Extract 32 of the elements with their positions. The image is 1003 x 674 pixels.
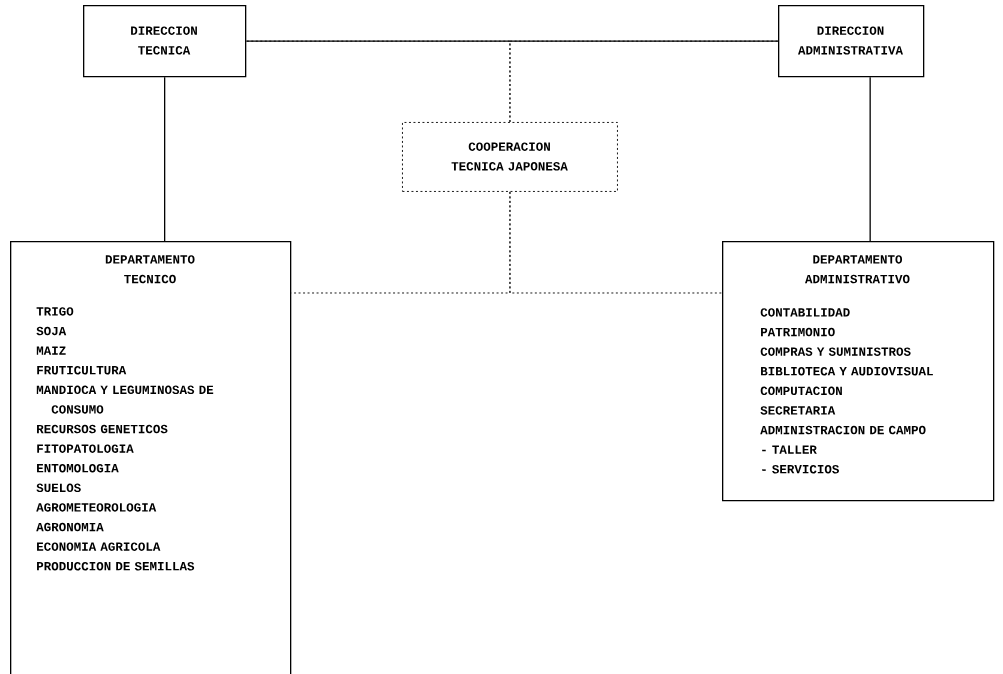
list-item: SUELOS [36, 483, 81, 493]
list-item: PRODUCCION DE SEMILLAS [37, 562, 195, 571]
list-item: RECURSOS GENETICOS [37, 424, 168, 434]
box-heading: DEPARTAMENTO ADMINISTRATIVO [805, 255, 910, 284]
list-item: TRIGO [36, 307, 74, 316]
list-item: MAIZ [36, 346, 66, 355]
connector [509, 40, 779, 123]
list-item: AGRONOMIA [36, 522, 104, 532]
connector [869, 76, 871, 242]
connector [509, 191, 723, 294]
list-item: PATRIMONIO [761, 327, 835, 337]
list-item: MANDIOCA Y LEGUMINOSAS DE CONSUMO [36, 385, 214, 414]
list-item: - SERVICIOS [762, 465, 839, 474]
box-label: DIRECCION ADMINISTRATIVA [798, 26, 903, 55]
connector [245, 40, 779, 42]
box-label: COOPERACION TECNICA JAPONESA [451, 142, 568, 171]
list-item: CONTABILIDAD [760, 308, 850, 317]
list-item: SOJA [36, 326, 67, 336]
list-item: FRUTICULTURA [37, 366, 127, 375]
connector [164, 76, 166, 242]
list-item: ADMINISTRACION DE CAMPO [760, 425, 926, 435]
list-item: ENTOMOLOGIA [37, 464, 119, 473]
list-item: - TALLER [762, 445, 817, 454]
list-item: BIBLIOTECA Y AUDIOVISUAL [761, 367, 933, 376]
list-item: COMPRAS Y SUMINISTROS [760, 347, 911, 356]
box-heading: DEPARTAMENTO TECNICO [105, 255, 195, 284]
list-item: SECRETARIA [760, 406, 836, 415]
list-item: COMPUTACION [760, 386, 842, 396]
list-item: AGROMETEOROLOGIA [36, 503, 157, 512]
list-item: FITOPATOLOGIA [37, 444, 134, 453]
box-label: DIRECCION TECNICA [131, 26, 197, 55]
list-item: ECONOMIA AGRICOLA [37, 542, 161, 551]
